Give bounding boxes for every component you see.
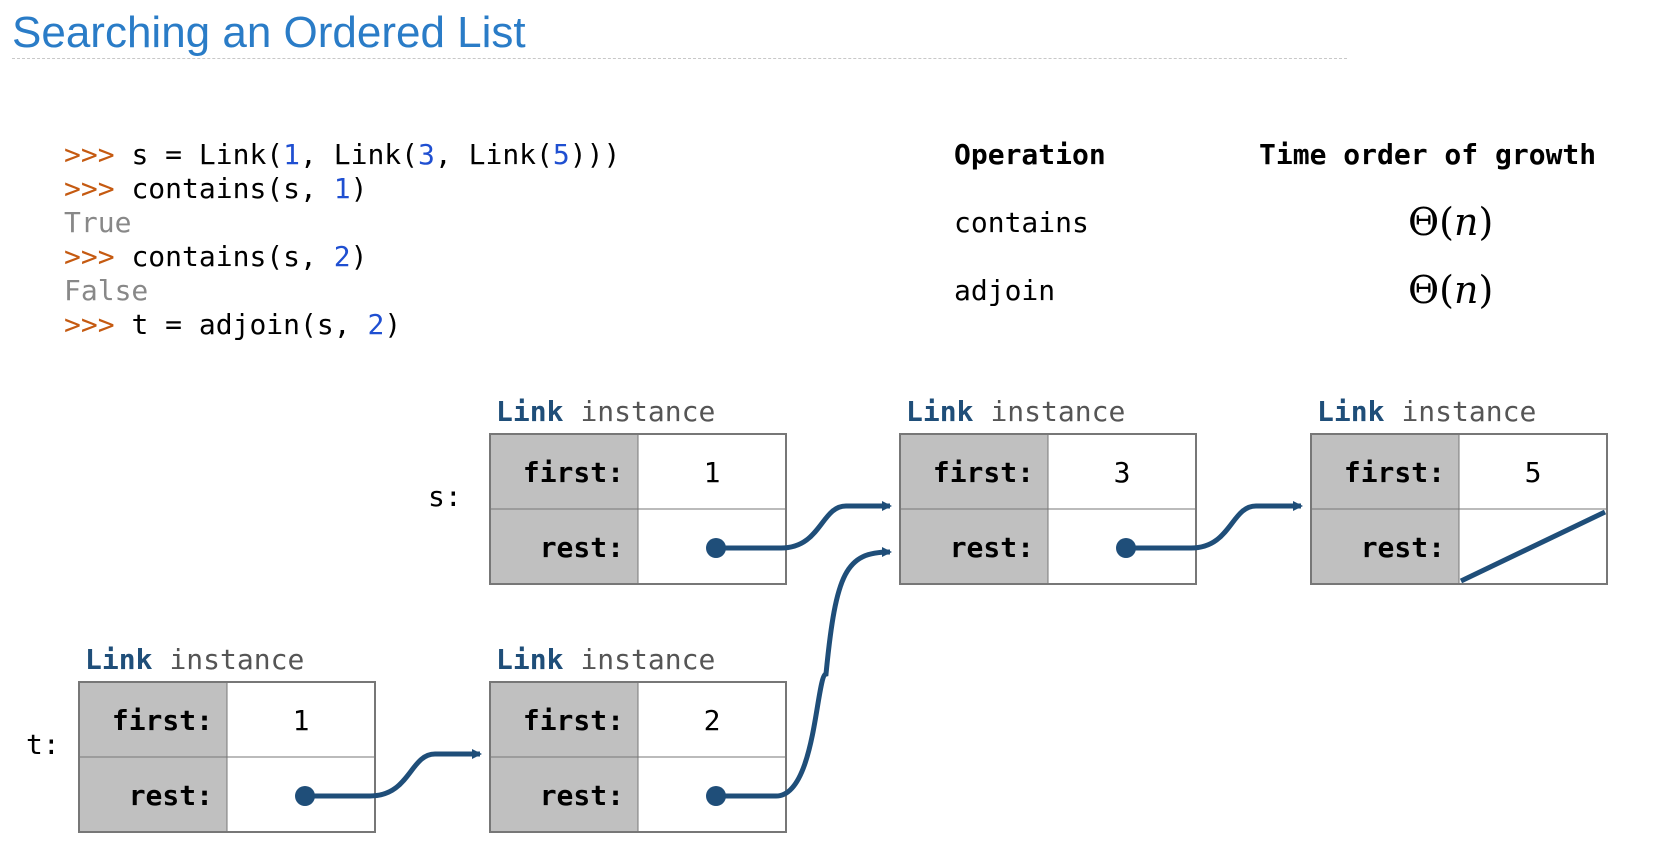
title-divider	[12, 58, 1347, 59]
rest-label: rest:	[950, 531, 1034, 564]
link-instance: Link instance first: rest: 1	[489, 395, 787, 585]
link-instance-title: Link instance	[1317, 395, 1536, 428]
variable-n: n	[1453, 268, 1479, 312]
number-token: 2	[333, 240, 351, 273]
link-instance-title: Link instance	[85, 643, 304, 676]
rest-label: rest:	[540, 779, 624, 812]
code-line: >>> contains(s, 1)	[64, 172, 620, 206]
link-instance: Link instance first: rest: 1	[78, 643, 376, 833]
code-token: )	[350, 240, 368, 273]
code-line: True	[64, 206, 620, 240]
pointer-arrow	[1126, 501, 1303, 551]
rest-label: rest:	[129, 779, 213, 812]
code-token: )))	[569, 138, 621, 171]
link-instance: Link instance first: rest: 3	[899, 395, 1197, 585]
right-paren: )	[1478, 200, 1494, 244]
instance-word: instance	[1401, 395, 1536, 428]
code-token: s = Link(	[131, 138, 284, 171]
prompt-token: >>>	[64, 172, 132, 205]
number-token: 3	[418, 138, 435, 171]
code-block: >>> s = Link(1, Link(3, Link(5)))>>> con…	[64, 138, 620, 342]
instance-word: instance	[990, 395, 1125, 428]
number-token: 2	[367, 308, 385, 341]
growth-formula: Θ(n)	[1408, 268, 1493, 312]
code-token: , Link(	[300, 138, 419, 171]
growth-formula: Θ(n)	[1408, 200, 1493, 244]
first-label: first:	[933, 456, 1034, 489]
instance-word: instance	[580, 395, 715, 428]
theta-symbol: Θ	[1408, 268, 1440, 312]
code-line: False	[64, 274, 620, 308]
left-paren: (	[1439, 200, 1454, 244]
variable-n: n	[1453, 200, 1479, 244]
code-token: contains(s,	[131, 172, 334, 205]
code-token: )	[384, 308, 402, 341]
code-token: t = adjoin(s,	[131, 308, 368, 341]
theta-symbol: Θ	[1408, 200, 1440, 244]
output-token: True	[64, 206, 132, 239]
first-value: 3	[1114, 456, 1131, 489]
instance-word: instance	[169, 643, 304, 676]
link-instance-title: Link instance	[906, 395, 1125, 428]
link-word: Link	[1317, 395, 1385, 428]
pointer-arrow	[716, 501, 892, 551]
link-instance-title: Link instance	[496, 395, 715, 428]
link-word: Link	[496, 395, 564, 428]
number-token: 1	[283, 138, 301, 171]
variable-label-s: s:	[428, 480, 462, 513]
link-word: Link	[496, 643, 564, 676]
header-growth: Time order of growth	[1259, 138, 1597, 171]
first-label: first:	[1344, 456, 1445, 489]
variable-label-t: t:	[26, 728, 60, 761]
link-word: Link	[906, 395, 974, 428]
first-value: 2	[704, 704, 721, 737]
code-token: )	[350, 172, 368, 205]
slide-title: Searching an Ordered List	[12, 8, 526, 57]
code-token: , Link(	[434, 138, 553, 171]
number-token: 1	[333, 172, 351, 205]
rest-label: rest:	[540, 531, 624, 564]
link-instance: Link instance first: rest: 2	[489, 643, 787, 833]
empty-rest-slash	[1459, 509, 1607, 584]
number-token: 5	[552, 138, 570, 171]
left-paren: (	[1439, 268, 1454, 312]
link-instance: Link instance first: rest: 5	[1310, 395, 1608, 585]
first-label: first:	[112, 704, 213, 737]
first-value: 1	[293, 704, 310, 737]
output-token: False	[64, 274, 149, 307]
link-instance-title: Link instance	[496, 643, 715, 676]
first-label: first:	[523, 456, 624, 489]
first-label: first:	[523, 704, 624, 737]
code-line: >>> contains(s, 2)	[64, 240, 620, 274]
rest-label: rest:	[1361, 531, 1445, 564]
prompt-token: >>>	[64, 138, 132, 171]
header-operation: Operation	[954, 138, 1106, 171]
first-value: 1	[704, 456, 721, 489]
link-word: Link	[85, 643, 153, 676]
operation-name: contains	[954, 206, 1089, 239]
pointer-arrow	[716, 547, 892, 799]
code-line: >>> s = Link(1, Link(3, Link(5)))	[64, 138, 620, 172]
instance-word: instance	[580, 643, 715, 676]
right-paren: )	[1478, 268, 1494, 312]
operation-name: adjoin	[954, 274, 1056, 307]
pointer-arrow	[305, 749, 482, 799]
code-token: contains(s,	[131, 240, 334, 273]
prompt-token: >>>	[64, 308, 132, 341]
code-line: >>> t = adjoin(s, 2)	[64, 308, 620, 342]
first-value: 5	[1525, 456, 1542, 489]
prompt-token: >>>	[64, 240, 132, 273]
